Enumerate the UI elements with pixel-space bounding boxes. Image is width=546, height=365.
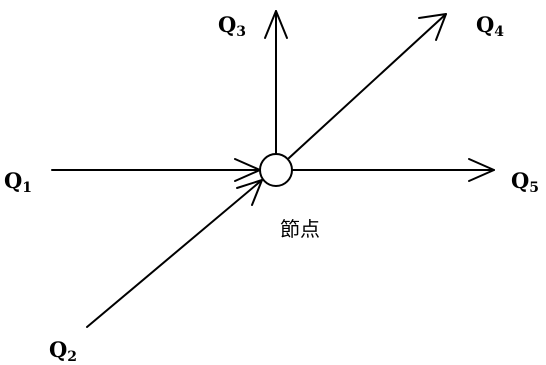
label-q2-index: 2: [67, 349, 77, 365]
label-q3: Q3: [218, 12, 246, 40]
label-q5-index: 5: [529, 180, 539, 196]
arrow-q3: [264, 10, 288, 156]
label-q1-symbol: Q: [4, 168, 22, 193]
label-q5-symbol: Q: [511, 168, 529, 193]
arrow-q4: [288, 13, 447, 159]
label-q3-symbol: Q: [218, 12, 236, 37]
label-q5: Q5: [511, 168, 539, 196]
label-q1: Q1: [4, 168, 32, 196]
label-q4-index: 4: [494, 24, 504, 40]
label-q4: Q4: [476, 12, 504, 40]
label-q3-index: 3: [236, 24, 246, 40]
arrow-q1: [51, 158, 261, 182]
node-label: 節点: [280, 217, 320, 241]
label-q2-symbol: Q: [49, 337, 67, 362]
label-q4-symbol: Q: [476, 12, 494, 37]
node-circle: [259, 153, 293, 187]
label-q1-index: 1: [22, 180, 32, 196]
arrow-q5: [292, 158, 495, 182]
label-q2: Q2: [49, 337, 77, 365]
arrow-q2: [86, 179, 263, 328]
